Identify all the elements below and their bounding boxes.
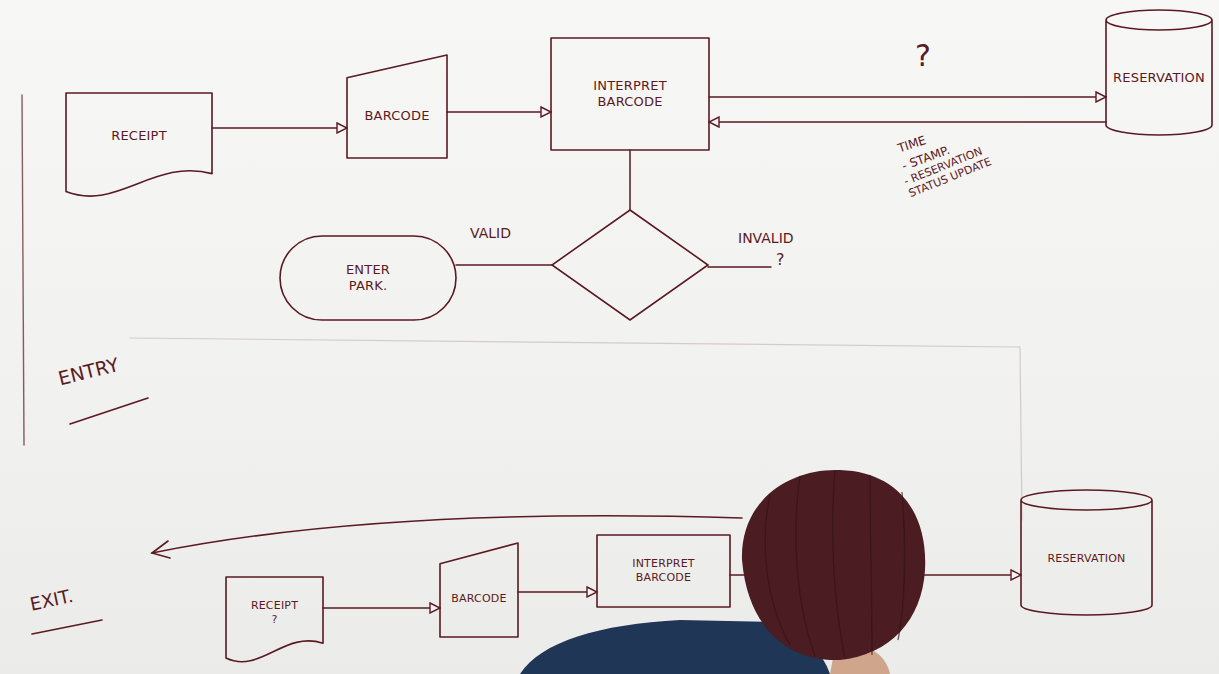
shape-outline-svg xyxy=(440,543,518,637)
frame-line xyxy=(22,95,24,445)
loop-back-arrow-head xyxy=(152,541,170,558)
node-label: INTERPRET BARCODE xyxy=(581,78,679,111)
shape-outline xyxy=(551,38,709,150)
person xyxy=(520,470,925,674)
node-label: RESERVATION xyxy=(1047,552,1125,566)
shape-outline-svg xyxy=(347,55,447,158)
shape-outline xyxy=(226,577,323,662)
connector xyxy=(456,150,630,265)
note-label: ? xyxy=(776,250,785,269)
decision-diamond xyxy=(552,210,708,320)
process-box: INTERPRET BARCODE xyxy=(551,38,709,150)
text-area: RESERVATION xyxy=(1026,514,1147,603)
node-label: BARCODE xyxy=(364,108,429,124)
text-area: INTERPRET BARCODE xyxy=(581,46,679,142)
beanie xyxy=(742,470,925,660)
text-area: RECEIPT xyxy=(74,99,204,174)
text-area: RESERVATION xyxy=(1111,34,1207,123)
connector xyxy=(323,607,440,609)
connector xyxy=(709,121,1106,123)
document-shape: RECEIPT ? xyxy=(226,577,323,669)
shape-outline xyxy=(440,543,518,637)
shape-outline xyxy=(66,93,212,196)
edge-label: VALID xyxy=(470,225,511,242)
shape-outline xyxy=(347,55,447,158)
underline xyxy=(32,620,102,634)
node-label: ENTER PARK. xyxy=(330,262,406,295)
beanie-rib xyxy=(898,492,905,640)
text-area: BARCODE xyxy=(353,80,441,152)
database-cylinder: RESERVATION xyxy=(1021,490,1152,615)
shape-outline xyxy=(1021,490,1152,615)
underline xyxy=(70,398,148,424)
note-label: INVALID xyxy=(738,230,794,247)
edge-label: ? xyxy=(915,38,931,74)
beanie-rib xyxy=(796,476,815,656)
manual-input-shape: BARCODE xyxy=(440,543,518,637)
node-label: INTERPRET BARCODE xyxy=(622,557,705,585)
text-area: BARCODE xyxy=(446,566,512,631)
shape-outline-svg xyxy=(66,93,212,205)
node-label: RESERVATION xyxy=(1113,70,1205,86)
note-label: EXIT. xyxy=(28,585,75,615)
beanie-rib xyxy=(765,495,790,645)
text-area: ENTER PARK. xyxy=(330,244,406,312)
shape-outline xyxy=(280,236,456,320)
connector xyxy=(518,591,597,593)
shape-outline xyxy=(597,535,730,607)
text-area: RECEIPT ? xyxy=(248,583,301,643)
connector xyxy=(447,111,551,113)
connector xyxy=(212,127,347,129)
beanie-rib xyxy=(870,475,872,655)
invalid-branch-line xyxy=(708,266,771,268)
note-label: ENTRY xyxy=(56,353,121,390)
text-area: INTERPRET BARCODE xyxy=(622,543,705,599)
node-label: RECEIPT xyxy=(111,128,167,144)
document-shape: RECEIPT xyxy=(66,93,212,205)
connector xyxy=(709,96,1106,98)
beanie-rib xyxy=(833,471,845,659)
manual-input-shape: BARCODE xyxy=(347,55,447,158)
node-label: BARCODE xyxy=(451,592,506,606)
process-box: INTERPRET BARCODE xyxy=(597,535,730,607)
shape-outline xyxy=(1106,10,1212,135)
node-label: RECEIPT ? xyxy=(248,599,301,627)
database-cylinder: RESERVATION xyxy=(1106,10,1212,135)
terminator-shape: ENTER PARK. xyxy=(280,236,456,320)
